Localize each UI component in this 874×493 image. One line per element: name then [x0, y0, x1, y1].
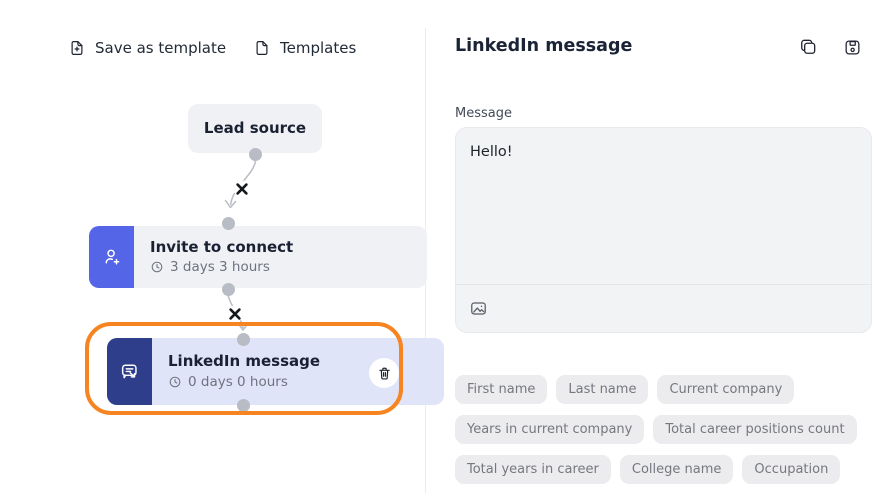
clock-icon	[150, 260, 164, 274]
copy-icon	[798, 37, 818, 57]
trash-icon	[376, 365, 393, 382]
flow-connectors	[224, 160, 257, 331]
variable-chip-current-company[interactable]: Current company	[657, 375, 795, 404]
node-title: LinkedIn message	[168, 352, 321, 371]
panel-title: LinkedIn message	[455, 36, 633, 56]
node-delay: 0 days 0 hours	[168, 374, 288, 390]
connector-dot[interactable]	[222, 283, 235, 296]
templates-button[interactable]: Templates	[253, 39, 356, 57]
node-title: Invite to connect	[150, 237, 294, 256]
save-icon	[843, 38, 862, 57]
variable-chip-total-years-in-career[interactable]: Total years in career	[455, 455, 611, 484]
connector-dot[interactable]	[249, 148, 262, 161]
node-title: Lead source	[203, 118, 307, 137]
node-linkedin-message[interactable]: LinkedIn message 0 days 0 hours	[107, 338, 444, 405]
connector-dot[interactable]	[237, 333, 250, 346]
clock-icon	[168, 375, 182, 389]
delete-node-button[interactable]	[369, 358, 399, 388]
templates-label: Templates	[280, 39, 357, 57]
node-delay: 3 days 3 hours	[150, 259, 270, 275]
message-label: Message	[455, 106, 512, 121]
connector-dot[interactable]	[237, 399, 250, 412]
save-as-template-label: Save as template	[95, 39, 227, 57]
variable-chip-last-name[interactable]: Last name	[556, 375, 649, 404]
node-delay-text: 3 days 3 hours	[170, 259, 270, 276]
variable-chip-college-name[interactable]: College name	[619, 455, 734, 484]
variable-chip-first-name[interactable]: First name	[455, 375, 548, 404]
attach-image-button[interactable]	[469, 299, 488, 318]
connector-1	[224, 160, 257, 209]
file-icon	[253, 39, 271, 57]
remove-connection-1-x-icon[interactable]	[236, 183, 248, 195]
file-plus-icon	[68, 39, 86, 57]
variable-chip-row-2: Years in current company Total career po…	[455, 415, 857, 444]
node-lead-source[interactable]: Lead source	[188, 104, 322, 153]
node-delay-text: 0 days 0 hours	[188, 373, 288, 390]
node-invite-to-connect[interactable]: Invite to connect 3 days 3 hours	[89, 226, 427, 288]
message-editor-toolbar	[456, 284, 871, 332]
message-textarea[interactable]: Hello!	[470, 144, 513, 160]
variable-chip-total-career-positions-count[interactable]: Total career positions count	[653, 415, 857, 444]
copy-button[interactable]	[797, 36, 819, 58]
message-arrow-icon	[107, 338, 152, 405]
variable-chip-row-3: Total years in career College name Occup…	[455, 455, 841, 484]
variable-chip-occupation[interactable]: Occupation	[742, 455, 841, 484]
variable-chip-years-in-current-company[interactable]: Years in current company	[455, 415, 645, 444]
connector-dot[interactable]	[222, 217, 235, 230]
save-button[interactable]	[841, 36, 863, 58]
person-plus-icon	[89, 226, 134, 288]
image-icon	[469, 299, 488, 318]
message-editor: Hello!	[455, 127, 872, 333]
variable-chip-row-1: First name Last name Current company	[455, 375, 795, 404]
save-as-template-button[interactable]: Save as template	[68, 39, 226, 57]
remove-connection-2-x-icon[interactable]	[229, 308, 241, 320]
